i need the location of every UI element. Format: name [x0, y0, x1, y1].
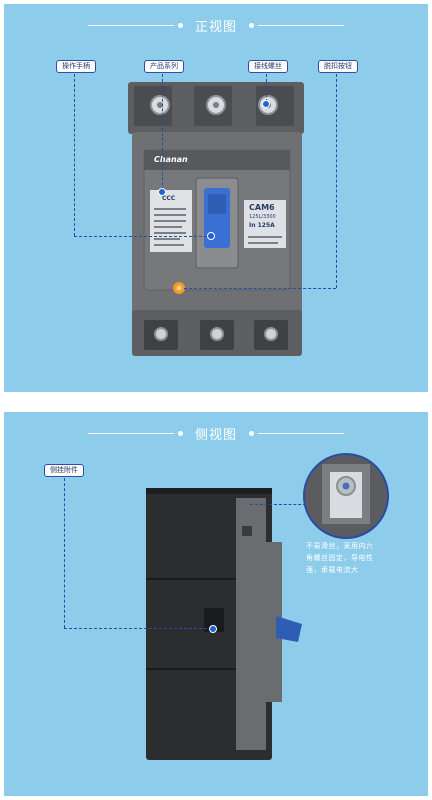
marker-terminal [262, 100, 270, 108]
rating-text: In 125A [249, 222, 275, 229]
tag-accessory: 侧挂附件 [44, 464, 84, 477]
leader-handle-h [74, 236, 212, 237]
front-view-header: 正视图 [4, 16, 428, 35]
ccc-mark: CCC [162, 195, 176, 202]
frame-text: 125L/3300 [249, 214, 276, 220]
tag-terminal: 接线螺丝 [248, 60, 288, 73]
tag-release: 脱扣按钮 [318, 60, 358, 73]
note-line-1: 不易滑丝，采用内六 [306, 542, 374, 550]
note-line-2: 角螺丝固定，导电性 [306, 554, 374, 562]
leader-release-h [184, 288, 336, 289]
leader-series [162, 74, 163, 190]
tag-handle: 操作手柄 [56, 60, 96, 73]
side-view-header: 侧视图 [4, 424, 428, 443]
leader-handle-v [74, 74, 75, 236]
leader-release-v [336, 74, 337, 288]
leader-terminal [266, 74, 267, 102]
brand-logo: Chanan [154, 155, 188, 164]
note-line-3: 强，承载电流大 [306, 566, 359, 574]
front-view-panel: 正视图 [4, 4, 428, 392]
marker-series [158, 188, 166, 196]
breaker-side-image [146, 453, 389, 760]
marker-handle [207, 232, 215, 240]
leader-accessory-v [64, 478, 65, 628]
front-view-title: 正视图 [194, 20, 237, 35]
marker-accessory [209, 625, 217, 633]
side-view-panel: 侧视图 侧挂附件 不易滑丝，采用内六 角螺丝固定，导电性 强，承载电流大 [4, 412, 428, 796]
leader-accessory-h [64, 628, 212, 629]
tag-series: 产品系列 [144, 60, 184, 73]
model-text: CAM6 [249, 203, 275, 212]
breaker-front-image [128, 82, 304, 356]
side-view-title: 侧视图 [194, 428, 237, 443]
leader-magnifier [250, 504, 306, 505]
terminal-note: 不易滑丝，采用内六 角螺丝固定，导电性 强，承载电流大 [306, 540, 416, 576]
